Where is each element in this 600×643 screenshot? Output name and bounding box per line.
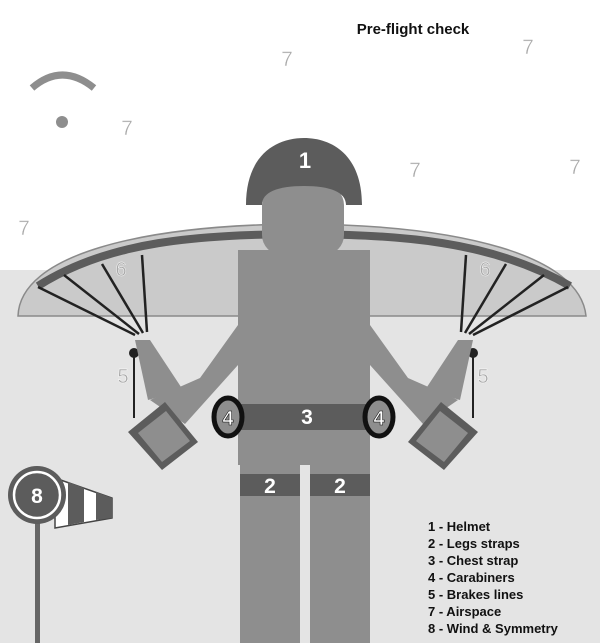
lines-marker-right: 6 xyxy=(479,259,490,281)
chest-strap-marker: 3 xyxy=(301,406,313,429)
page-title: Pre-flight check xyxy=(357,21,470,38)
airspace-marker: 7 xyxy=(569,156,581,179)
head xyxy=(262,185,344,255)
leg-strap-right xyxy=(310,474,370,496)
airspace-markers: 7 7 7 7 7 7 xyxy=(18,36,581,240)
chest-strap xyxy=(228,404,378,430)
wind-marker: 8 xyxy=(31,485,43,508)
airspace-marker: 7 xyxy=(121,117,133,140)
carabiner-left xyxy=(211,395,245,439)
airspace-marker: 7 xyxy=(409,159,421,182)
left-arm xyxy=(150,325,238,424)
legend-item: 2 - Legs straps xyxy=(428,536,520,551)
airspace-marker: 7 xyxy=(281,48,293,71)
legend-item: 8 - Wind & Symmetry xyxy=(428,621,559,636)
legend-item: 5 - Brakes lines xyxy=(428,587,523,602)
legend-item: 1 - Helmet xyxy=(428,519,491,534)
right-arm xyxy=(370,325,458,424)
brake-marker-left: 5 xyxy=(117,366,128,388)
legend-item: 4 - Carabiners xyxy=(428,570,515,585)
carabiner-right xyxy=(362,395,396,439)
helmet xyxy=(246,138,362,205)
torso xyxy=(238,250,370,465)
lines-marker-left: 6 xyxy=(115,259,126,281)
carabiner-marker-left: 4 xyxy=(222,408,234,430)
helmet-marker: 1 xyxy=(299,148,311,173)
left-forearm xyxy=(135,340,183,400)
right-forearm xyxy=(425,340,473,400)
leg-strap-marker-right: 2 xyxy=(334,475,346,498)
paraglider-lines xyxy=(37,254,569,337)
leg-strap-marker-left: 2 xyxy=(264,475,276,498)
left-glove xyxy=(128,402,198,470)
wifi-signal-icon xyxy=(29,71,97,128)
carabiner-marker-right: 4 xyxy=(373,408,385,430)
legend-item: 3 - Chest strap xyxy=(428,553,518,568)
airspace-marker: 7 xyxy=(18,217,30,240)
right-glove xyxy=(408,402,478,470)
leg-strap-left xyxy=(240,474,300,496)
brake-marker-right: 5 xyxy=(477,366,488,388)
windsock-icon xyxy=(8,466,113,643)
legend-item: 7 - Airspace xyxy=(428,604,501,619)
airspace-marker: 7 xyxy=(522,36,534,59)
legend: 1 - Helmet 2 - Legs straps 3 - Chest str… xyxy=(428,519,559,636)
